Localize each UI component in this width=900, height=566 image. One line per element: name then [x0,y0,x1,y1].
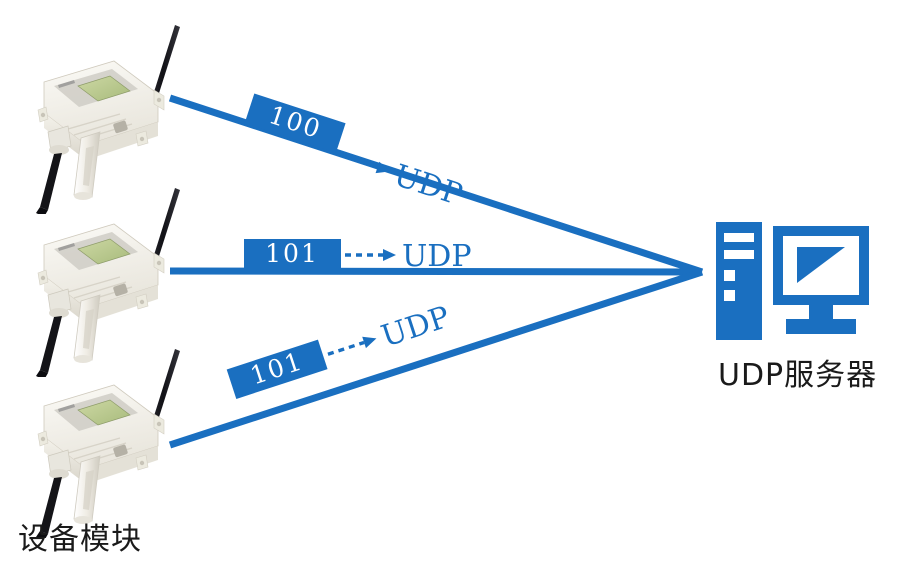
device-module-2 [8,177,208,380]
device-1-illustration [36,25,180,217]
packet-box-2 [244,239,341,270]
packet-group-1: 100 UDP [244,93,467,213]
packet-arrow-head-2 [383,249,396,261]
device-group-label: 设备模块 [18,522,142,557]
device-2-illustration [36,188,180,380]
protocol-label-2: UDP [402,239,472,274]
device-module-3 [8,338,208,541]
enclosure [37,384,165,484]
cable-gland [36,288,72,380]
packet-arrow-head-1 [375,161,390,174]
packet-box-1 [244,93,346,153]
sensor-probe [73,131,101,200]
packet-label-2: 101 [265,239,319,268]
cable-gland [36,449,72,541]
packet-box-3 [226,339,328,399]
packet-arrow-head-3 [362,336,377,349]
enclosure [37,60,165,160]
enclosure [37,223,165,323]
server-label: UDP服务器 [718,358,878,393]
cable-gland [36,125,72,217]
packet-arrow-dash-3 [327,340,365,356]
device-module-1 [8,14,208,217]
sensor-probe [73,294,101,363]
link-line-3 [168,268,704,449]
protocol-label-1: UDP [390,158,467,213]
packet-group-2: 101 UDP [244,239,472,274]
device-3-illustration [36,349,180,541]
server-computer-icon[interactable] [716,222,869,340]
link-line-2 [169,267,703,276]
protocol-label-3: UDP [377,300,454,355]
sensor-probe [73,455,101,524]
